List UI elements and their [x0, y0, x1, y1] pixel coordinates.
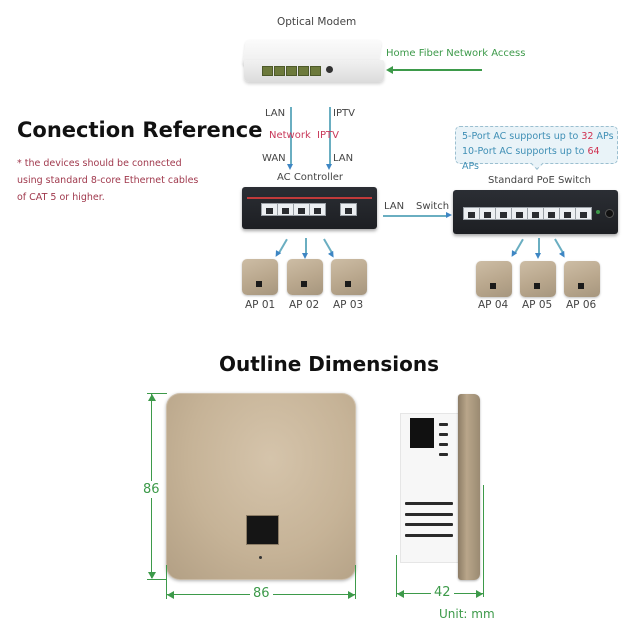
ap-side-view-plate — [458, 394, 480, 580]
ap-label: AP 05 — [522, 299, 553, 311]
cable-note-line: * the devices should be connected — [17, 158, 182, 169]
arrowhead-icon — [147, 572, 156, 579]
width-dim-tick — [355, 565, 356, 599]
depth-dim-tick — [483, 485, 484, 597]
unit-label: Unit: mm — [439, 607, 495, 621]
arrowhead-icon — [167, 590, 174, 599]
ap-device — [564, 261, 600, 297]
width-dim-tick — [166, 565, 167, 599]
callout-line-5port: 5-Port AC supports up to 32 APs — [462, 131, 614, 142]
ap-capacity-callout: 5-Port AC supports up to 32 APs 10-Port … — [455, 126, 618, 172]
width-value: 86 — [250, 586, 273, 601]
cable-note-line: using standard 8-core Ethernet cables — [17, 175, 199, 186]
poe-switch-device — [453, 190, 618, 234]
iptv-service-label: IPTV — [317, 130, 339, 141]
ac-controller-device — [242, 187, 377, 229]
ap-device — [520, 261, 556, 297]
ap05-arrow — [535, 238, 541, 259]
height-value: 86 — [143, 481, 160, 498]
ac-controller-label: AC Controller — [277, 172, 344, 183]
ap-device — [331, 259, 367, 295]
fiber-access-label: Home Fiber Network Access — [386, 48, 526, 59]
arrowhead-icon — [476, 589, 483, 598]
arrowhead-icon — [397, 589, 404, 598]
network-label: Network — [269, 130, 311, 141]
indicator-led — [259, 556, 262, 559]
modem-lan-label: LAN — [265, 108, 286, 119]
ap-label: AP 03 — [333, 299, 364, 311]
outline-dimensions-title: Outline Dimensions — [219, 352, 440, 376]
fiber-arrow — [386, 65, 482, 74]
cable-note: * the devices should be connected using … — [17, 155, 198, 206]
ap04-arrow — [514, 238, 524, 254]
ac-lan-label: LAN — [333, 153, 354, 164]
depth-dim-tick — [396, 555, 397, 597]
ap-device — [287, 259, 323, 295]
ac-wan-label: WAN — [262, 153, 286, 164]
connection-reference-title: Conection Reference — [17, 118, 263, 142]
height-dim-tick — [147, 579, 167, 580]
link-lan-label: LAN — [384, 201, 405, 212]
ap-device — [242, 259, 278, 295]
ap-label: AP 06 — [566, 299, 597, 311]
ap-label: AP 02 — [289, 299, 320, 311]
ap-device — [476, 261, 512, 297]
ap-label: AP 01 — [245, 299, 276, 311]
callout-line-10port: 10-Port AC supports up to 64 APs — [462, 146, 600, 172]
ap-side-view-body — [400, 413, 460, 563]
cable-note-line: of CAT 5 or higher. — [17, 192, 105, 203]
iptv-arrow — [326, 107, 332, 170]
arrowhead-icon — [147, 394, 156, 401]
status-window — [246, 515, 279, 545]
arrowhead-icon — [348, 590, 355, 599]
depth-value: 42 — [431, 585, 454, 600]
ap06-arrow — [554, 238, 564, 254]
ap01-arrow — [278, 238, 288, 254]
ap02-arrow — [302, 238, 308, 259]
lan-wan-arrow — [287, 107, 293, 170]
ap03-arrow — [323, 238, 333, 254]
ap-label: AP 04 — [478, 299, 509, 311]
optical-modem-label: Optical Modem — [277, 16, 357, 28]
poe-switch-label: Standard PoE Switch — [488, 175, 592, 186]
ac-to-switch-arrow — [383, 212, 452, 218]
ap-front-view — [166, 393, 356, 580]
link-switch-label: Switch — [416, 201, 450, 212]
height-dim-tick — [147, 393, 167, 394]
modem-iptv-label: IPTV — [333, 108, 355, 119]
